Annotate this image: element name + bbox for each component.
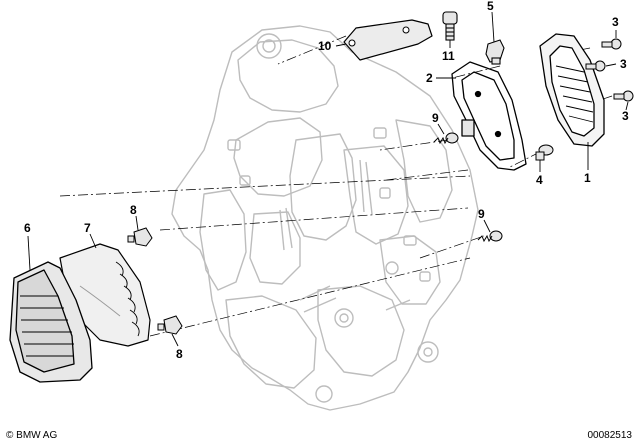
spring-nut-part-lower [477,230,503,243]
grille-part [539,33,605,147]
callout-11: 11 [442,49,455,63]
screw-part-middle [585,60,606,72]
callout-1: 1 [584,171,591,185]
clamp-part-lower [157,315,183,335]
cover-plate-part [343,19,433,61]
callout-6: 6 [24,221,31,235]
callout-9-upper: 9 [432,111,439,125]
callout-7: 7 [84,221,91,235]
callout-2: 2 [426,71,433,85]
image-number: 00082513 [587,430,633,441]
bolt-part [442,11,458,41]
spring-nut-part-upper [433,132,459,145]
callout-8-lower: 8 [176,347,183,361]
leader-lines [27,11,629,347]
callout-4: 4 [536,173,543,187]
frame-outline [171,25,479,411]
callout-3-upper: 3 [612,15,619,29]
callout-labels: 1 2 3 3 3 4 5 6 7 8 8 9 9 10 11 [24,0,629,361]
callout-3-middle: 3 [620,57,627,71]
callout-3-lower: 3 [622,109,629,123]
clamp-part-upper [127,227,153,247]
callout-5: 5 [487,0,494,13]
callout-10: 10 [318,39,332,53]
screw-part-upper [601,38,622,50]
outer-cover-part [9,261,93,383]
copyright-notice: © BMW AG [6,430,58,441]
bracket-frame-part [451,61,527,171]
rivet-part [535,144,554,161]
screw-part-lower [613,90,634,102]
clip-part [485,39,505,65]
callout-9-lower: 9 [478,207,485,221]
callout-8-upper: 8 [130,203,137,217]
